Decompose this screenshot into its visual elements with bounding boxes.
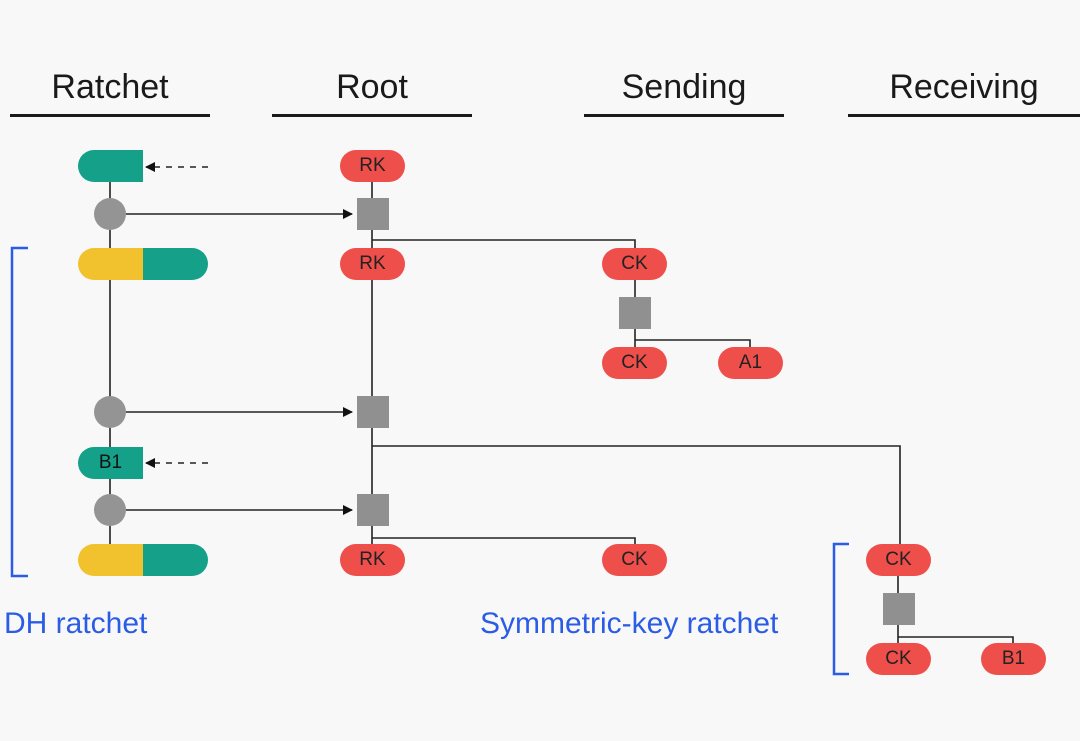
column-receiving: Receiving	[889, 68, 1039, 106]
kdf-root-1	[357, 198, 389, 230]
dh-node-3	[94, 494, 126, 526]
key-pair-2	[78, 544, 208, 576]
remote-public-key-b1: B1	[78, 447, 143, 479]
sending-chain-key-2: CK	[602, 347, 667, 379]
kdf-sending	[619, 297, 651, 329]
receiving-chain-key-1: CK	[866, 544, 931, 576]
root-key-1: RK	[340, 150, 405, 182]
sending-chain-key-3: CK	[602, 544, 667, 576]
symmetric-bracket	[832, 542, 849, 676]
private-key-half	[78, 544, 143, 576]
kdf-receiving	[883, 593, 915, 625]
dh-node-1	[94, 198, 126, 230]
private-key-half	[78, 248, 143, 280]
public-key-half	[143, 544, 208, 576]
root-key-2: RK	[340, 248, 405, 280]
column-sending: Sending	[621, 68, 747, 106]
receiving-chain-key-2: CK	[866, 643, 931, 675]
caption-dh-ratchet: DH ratchet	[4, 607, 148, 640]
column-sending-rule	[584, 114, 784, 117]
dh-bracket	[10, 246, 28, 578]
key-pair-1	[78, 248, 208, 280]
root-key-3: RK	[340, 544, 405, 576]
dh-node-2	[94, 396, 126, 428]
message-key-a1: A1	[718, 347, 783, 379]
sending-chain-key-1: CK	[602, 248, 667, 280]
column-ratchet-rule	[10, 114, 210, 117]
column-root: Root	[336, 68, 408, 106]
column-ratchet: Ratchet	[51, 68, 169, 106]
remote-public-key-1	[78, 150, 143, 182]
kdf-root-2	[357, 396, 389, 428]
column-root-rule	[272, 114, 472, 117]
column-receiving-rule	[848, 114, 1080, 117]
kdf-root-3	[357, 494, 389, 526]
message-key-b1: B1	[981, 643, 1046, 675]
caption-symmetric-key-ratchet: Symmetric-key ratchet	[480, 607, 779, 640]
public-key-half	[143, 248, 208, 280]
